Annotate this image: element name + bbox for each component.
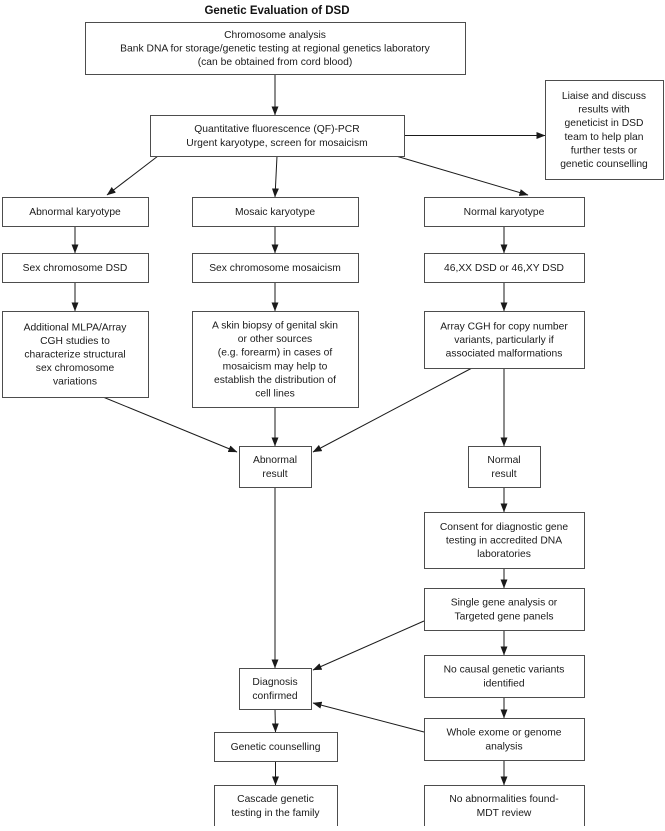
node-label: No abnormalities found-MDT review — [449, 794, 558, 819]
page-title: Genetic Evaluation of DSD — [204, 5, 349, 17]
connector-line — [106, 155, 159, 196]
connector-line — [271, 155, 279, 198]
flow-node-abnormal-karyotype: Abnormal karyotype — [2, 197, 149, 227]
node-label: Mosaic karyotype — [235, 207, 315, 218]
node-box — [192, 197, 359, 227]
node-box — [2, 311, 149, 398]
node-box — [85, 22, 466, 75]
node-box — [424, 253, 585, 283]
connector-line — [312, 620, 425, 671]
flow-node-normal-karyotype: Normal karyotype — [424, 197, 585, 227]
flow-node-genetic-counselling: Genetic counselling — [214, 732, 338, 762]
node-box — [150, 115, 405, 157]
flow-node-mosaic-karyotype: Mosaic karyotype — [192, 197, 359, 227]
node-box — [192, 253, 359, 283]
flow-node-dsd-46: 46,XX DSD or 46,XY DSD — [424, 253, 585, 283]
node-box — [424, 785, 585, 827]
node-box — [545, 80, 664, 180]
node-label: Normal karyotype — [464, 207, 545, 218]
node-box — [468, 446, 541, 488]
node-box — [2, 197, 149, 227]
connector-line — [395, 155, 529, 196]
node-box — [424, 311, 585, 369]
flow-node-sex-chromosome-dsd: Sex chromosome DSD — [2, 253, 149, 283]
node-box — [2, 253, 149, 283]
node-box — [424, 655, 585, 698]
connector-line — [312, 367, 473, 453]
node-box — [239, 668, 312, 710]
node-box — [192, 311, 359, 408]
node-box — [214, 785, 338, 827]
node-label: Genetic counselling — [231, 742, 321, 753]
flow-node-no-abnormalities: No abnormalities found-MDT review — [424, 785, 585, 827]
node-box — [214, 732, 338, 762]
flow-node-sex-chromosome-mosaicism: Sex chromosome mosaicism — [192, 253, 359, 283]
node-box — [424, 588, 585, 631]
node-box — [239, 446, 312, 488]
node-label: Abnormal karyotype — [29, 207, 121, 218]
edge-layer — [71, 74, 546, 786]
node-box — [424, 197, 585, 227]
connector-line — [271, 708, 279, 733]
node-box — [424, 512, 585, 569]
connector-line — [312, 701, 425, 733]
node-box — [424, 718, 585, 761]
node-label: 46,XX DSD or 46,XY DSD — [444, 263, 564, 274]
node-label: Sex chromosome DSD — [23, 263, 128, 274]
node-label: Sex chromosome mosaicism — [209, 263, 341, 274]
connector-line — [102, 396, 238, 453]
